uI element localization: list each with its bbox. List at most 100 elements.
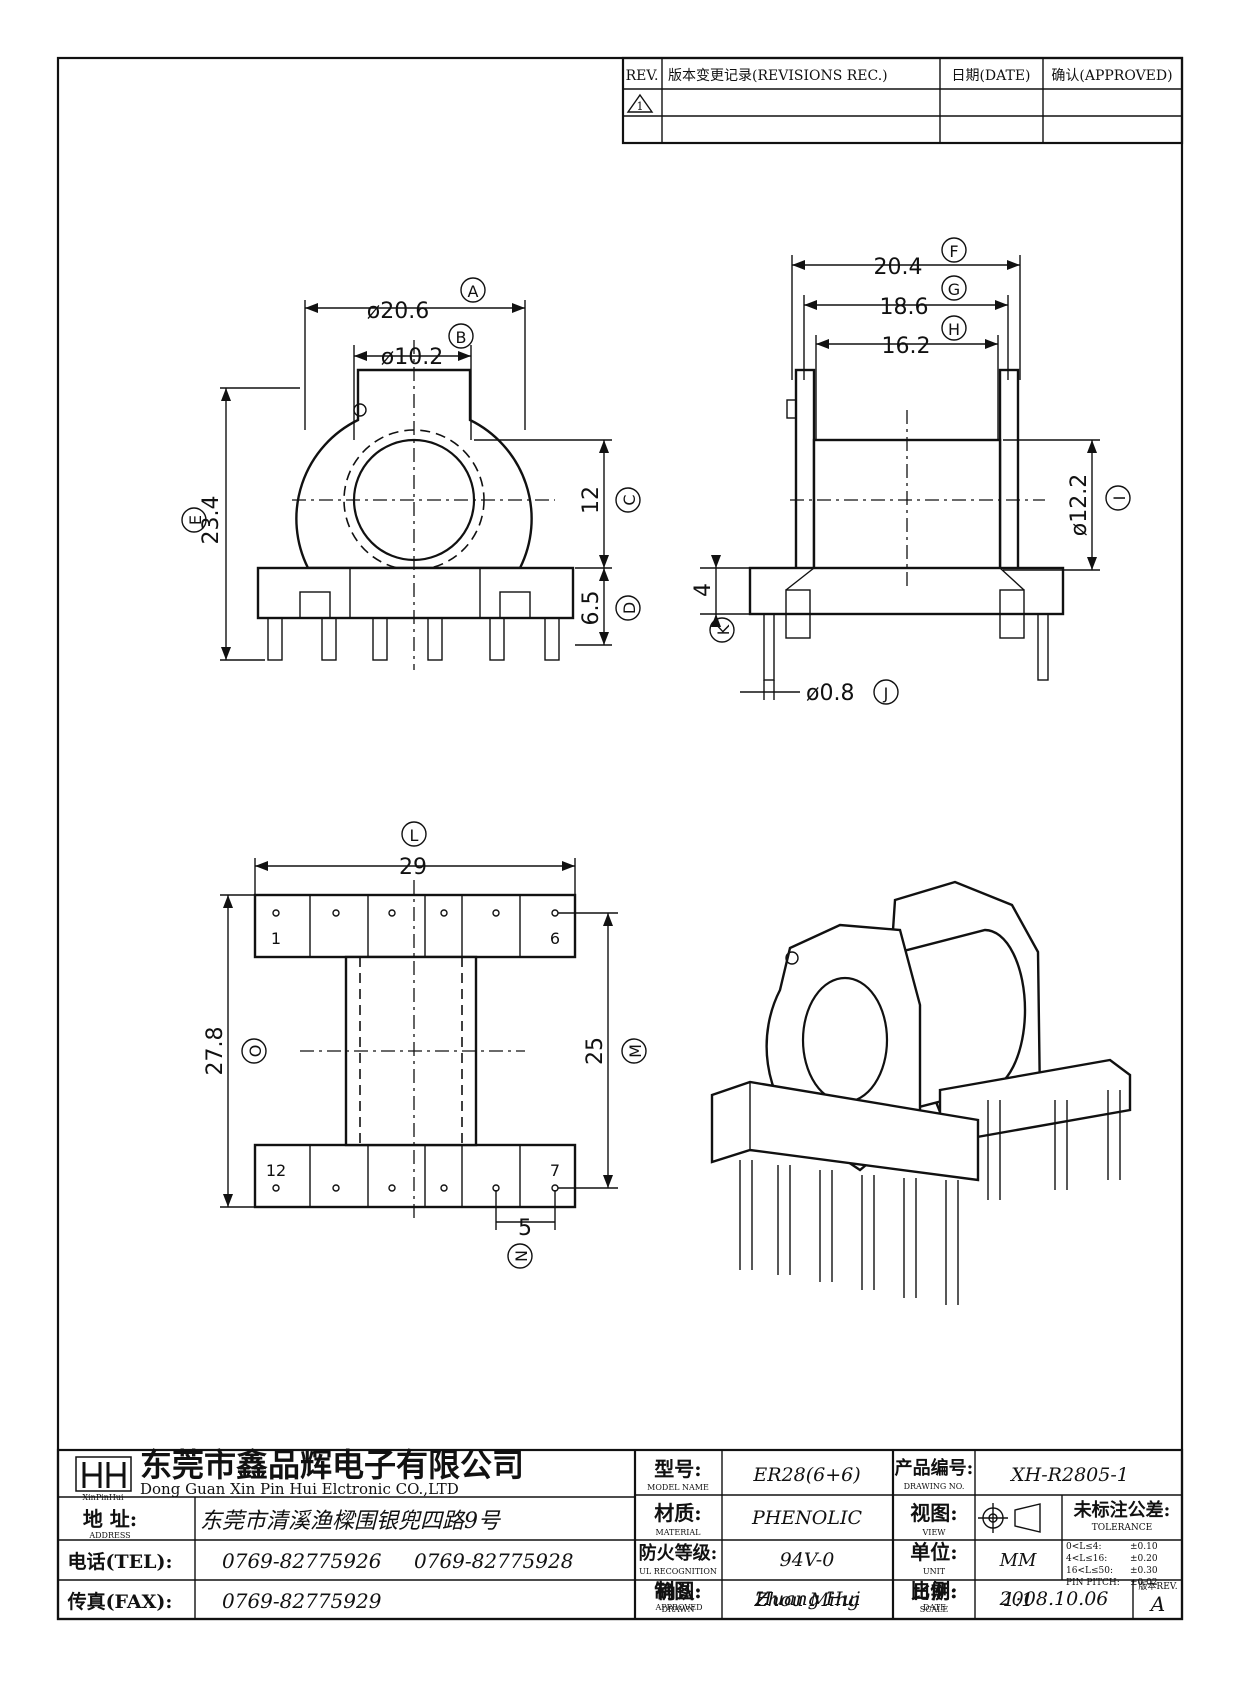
date-label-cell: 日期: DATE (894, 1581, 975, 1619)
sheet-border (56, 56, 1184, 1621)
material-label-en: MATERIAL (656, 1528, 702, 1537)
dim-i-value: ø12.2 (1067, 474, 1092, 536)
address-value: 东莞市清溪渔樑围银兜四路9号 (200, 1509, 501, 1534)
drawing-no-label: 产品编号: (895, 1457, 974, 1479)
dim-h-label: H (948, 320, 960, 339)
revisions-header: 版本变更记录(REVISIONS REC.) (668, 68, 888, 84)
scale-label: 比例: (910, 1579, 957, 1603)
isometric-view (710, 880, 1132, 1305)
flame-value: 94V-0 (780, 1549, 835, 1571)
company-name-cn: 东莞市鑫品辉电子有限公司 (140, 1446, 524, 1484)
title-block: XinPinHui 东莞市鑫品辉电子有限公司 Dong Guan Xin Pin… (56, 1446, 1184, 1621)
tel-2: 0769-82775928 (414, 1549, 573, 1573)
tolerance-label: 未标注公差: (1074, 1499, 1171, 1521)
revision-triangle-icon: 1 (626, 93, 654, 113)
tolerance-label-en: TOLERANCE (1092, 1523, 1153, 1533)
approved-label-en: APPROVED (655, 1603, 703, 1612)
company-name-en: Dong Guan Xin Pin Hui Elctronic CO.,LTD (140, 1480, 459, 1498)
drawing-no-label-en: DRAWING NO. (904, 1482, 965, 1491)
drawing-no-value: XH-R2805-1 (1009, 1464, 1129, 1486)
rev-value: A (1150, 1592, 1166, 1616)
projection-symbol-icon (978, 1503, 1041, 1533)
pin-1-label: 1 (271, 929, 281, 948)
model-label-en: MODEL NAME (647, 1483, 709, 1492)
model-value: ER28(6+6) (752, 1464, 860, 1486)
scale-value: 1:1 (1003, 1589, 1034, 1611)
dim-o-label: O (246, 1045, 265, 1058)
flame-label: 防火等级: (639, 1542, 718, 1564)
dim-g-label: G (948, 280, 960, 299)
material-value: PHENOLIC (751, 1507, 863, 1529)
tolerance-range-4: PIN PITCH: (1066, 1578, 1120, 1588)
rev-cell: 版本REV. A (1134, 1582, 1182, 1615)
rev-label: 版本REV. (1138, 1582, 1178, 1592)
dim-m-value: 25 (583, 1037, 608, 1065)
bottom-view: 1 6 12 7 29 L 27.8 O 25 M 5 N (203, 821, 647, 1269)
tel-1: 0769-82775926 (222, 1549, 382, 1573)
dim-a-label: A (468, 282, 479, 301)
approved-value: Huang Hui (755, 1588, 861, 1610)
dim-n-label: N (512, 1250, 531, 1262)
flame-label-en: UL RECOGNITION (639, 1567, 717, 1576)
dim-n-value: 5 (518, 1216, 532, 1241)
dim-h-value: 16.2 (882, 334, 931, 359)
dim-m-label: M (626, 1044, 645, 1058)
svg-text:1: 1 (637, 100, 644, 113)
unit-value: MM (999, 1550, 1037, 1571)
view-label-en: VIEW (922, 1528, 947, 1537)
date-header: 日期(DATE) (951, 68, 1030, 84)
fax-value: 0769-82775929 (222, 1589, 382, 1613)
dim-e-value: 23.4 (199, 496, 224, 545)
dim-j-label: J (883, 684, 889, 703)
dim-c-label: C (620, 494, 639, 505)
side-view: 20.4 F 18.6 G 16.2 H ø12.2 I 4 K (691, 237, 1131, 706)
approved-header: 确认(APPROVED) (1051, 68, 1172, 84)
rev-header: REV. (626, 68, 659, 84)
dim-f-label: F (949, 242, 958, 261)
pin-7-label: 7 (550, 1161, 560, 1180)
address-label-en: ADDRESS (88, 1531, 130, 1540)
drawn-label: 制图: (654, 1579, 701, 1603)
scale-label-en: SCALE (920, 1605, 949, 1614)
tel-label: 电话(TEL): (68, 1550, 173, 1573)
dim-b-label: B (456, 328, 467, 347)
model-label: 型号: (654, 1457, 701, 1481)
dim-i-label: I (1110, 496, 1129, 501)
tolerance-value-2: ±0.20 (1130, 1554, 1158, 1564)
dim-k-value: 4 (691, 583, 716, 597)
dim-g-value: 18.6 (880, 295, 929, 320)
dim-d-value: 6.5 (579, 591, 604, 626)
pin-12-label: 12 (266, 1161, 286, 1180)
tolerance-range-2: 4<L≤16: (1066, 1554, 1107, 1564)
unit-label-en: UNIT (923, 1567, 946, 1576)
dim-f-value: 20.4 (874, 255, 923, 280)
revision-table: REV. 版本变更记录(REVISIONS REC.) 日期(DATE) 确认(… (621, 56, 1184, 145)
drawn-label-en: DRAWN (661, 1605, 694, 1614)
dim-k-label: K (714, 624, 733, 635)
dim-l-value: 29 (399, 855, 427, 880)
front-view: ø20.6 A ø10.2 B 23.4 E 12 C 6.5 D (181, 277, 641, 670)
dim-e-label: E (186, 515, 205, 525)
tolerance-range-1: 0<L≤4: (1066, 1542, 1102, 1552)
unit-label: 单位: (910, 1540, 957, 1564)
tolerance-value-3: ±0.30 (1130, 1566, 1158, 1576)
dim-b-value: ø10.2 (381, 345, 443, 370)
dim-j-value: ø0.8 (806, 681, 854, 706)
approved-label-cell: 确认: APPROVED (636, 1581, 722, 1619)
tolerance-value-4: ±0.02 (1130, 1578, 1158, 1588)
tolerance-range-3: 16<L≤50: (1066, 1566, 1113, 1576)
view-label: 视图: (910, 1501, 957, 1525)
company-logo: XinPinHui (75, 1456, 132, 1502)
date-value: 2008.10.06 (999, 1588, 1109, 1610)
address-label: 地 址: (83, 1507, 137, 1531)
material-label: 材质: (654, 1501, 701, 1525)
drawn-value: Zhou Ming (753, 1589, 859, 1611)
dim-d-label: D (620, 602, 639, 614)
dim-a-value: ø20.6 (367, 299, 429, 324)
approved-label: 确认: (656, 1581, 702, 1603)
dim-c-value: 12 (579, 486, 604, 514)
fax-label: 传真(FAX): (67, 1590, 173, 1613)
svg-text:XinPinHui: XinPinHui (82, 1493, 124, 1502)
dim-o-value: 27.8 (203, 1027, 228, 1076)
